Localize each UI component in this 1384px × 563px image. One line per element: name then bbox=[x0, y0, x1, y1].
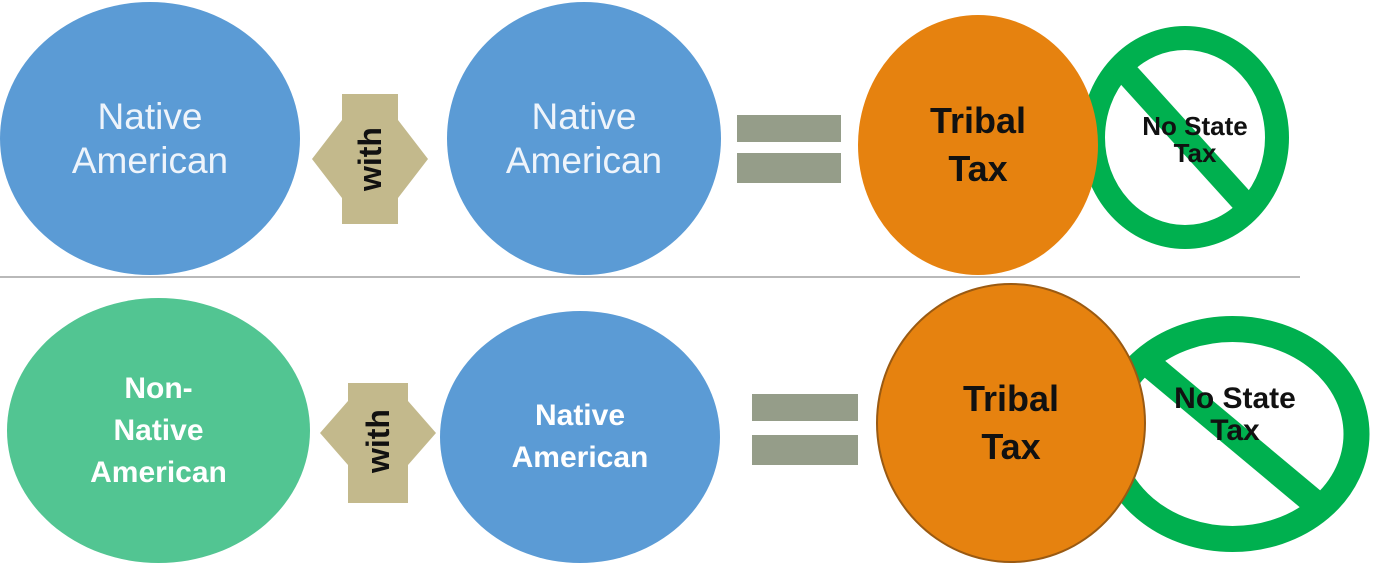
with-label: with bbox=[360, 409, 396, 473]
scenario-native-with-native: Native American with Native American No … bbox=[0, 0, 1384, 275]
circle-label: Tribal Tax bbox=[929, 100, 1027, 189]
with-label: with bbox=[352, 127, 388, 191]
equals-sign-top-bar bbox=[752, 394, 858, 421]
circle-label: Native American bbox=[511, 399, 649, 474]
native-american-circle: Native American bbox=[440, 311, 720, 563]
with-connector: with bbox=[318, 383, 438, 503]
circle-label: Native American bbox=[505, 95, 663, 181]
tribal-tax-circle: Tribal Tax bbox=[858, 15, 1098, 275]
no-state-tax-sign: No State Tax bbox=[1080, 25, 1290, 250]
with-connector: with bbox=[310, 94, 430, 224]
double-arrow-icon bbox=[320, 383, 436, 503]
scenario-non-native-with-native: Non- Native American with Native America… bbox=[0, 283, 1384, 563]
circle-label: Native American bbox=[71, 95, 229, 181]
native-american-circle-left: Native American bbox=[0, 2, 300, 275]
tribal-tax-circle: Tribal Tax bbox=[876, 283, 1146, 563]
equals-sign-top-bar bbox=[737, 115, 841, 142]
non-native-american-circle: Non- Native American bbox=[7, 298, 310, 563]
no-state-tax-text: No State Tax bbox=[1142, 111, 1248, 169]
equals-sign-bottom-bar bbox=[752, 435, 858, 465]
equals-sign-bottom-bar bbox=[737, 153, 841, 183]
double-arrow-icon bbox=[312, 94, 428, 224]
row-divider bbox=[0, 276, 1300, 278]
circle-label: Non- Native American bbox=[90, 371, 227, 489]
native-american-circle-right: Native American bbox=[447, 2, 721, 275]
circle-label: Tribal Tax bbox=[962, 378, 1060, 467]
no-state-tax-text: No State Tax bbox=[1174, 382, 1296, 447]
